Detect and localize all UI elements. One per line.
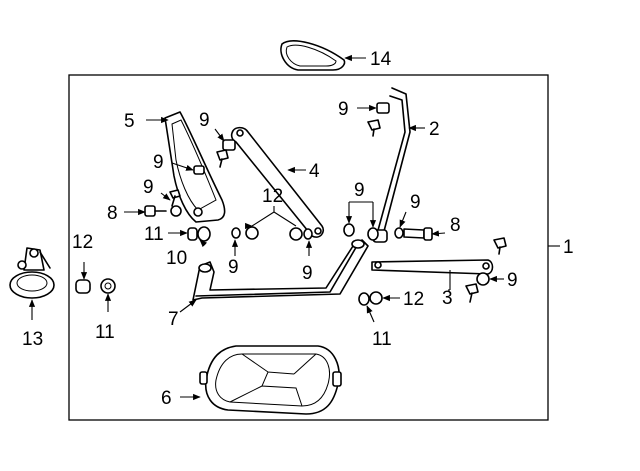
callout-13: 13 [22, 329, 43, 350]
washer-9-left[interactable] [170, 205, 182, 217]
callout-7: 7 [168, 309, 179, 330]
washers-9-right-pair[interactable] [343, 223, 379, 241]
upper-arm-part[interactable] [230, 126, 325, 238]
bolt-9-lower-right[interactable] [465, 283, 479, 303]
mirror-head-part[interactable] [199, 345, 342, 415]
callout-8-right: 8 [450, 215, 461, 236]
callout-5: 5 [124, 111, 135, 132]
convex-mirror-part[interactable] [9, 247, 55, 299]
lower-rod-part[interactable] [371, 259, 494, 275]
callout-6: 6 [161, 388, 172, 409]
callout-4: 4 [309, 161, 320, 182]
nut-9-lower-right[interactable] [476, 272, 490, 286]
callout-10: 10 [166, 248, 187, 269]
bolt-9-lower-right-top[interactable] [493, 237, 507, 255]
callout-9-right: 9 [410, 192, 421, 213]
callout-9-bracket-mid: 9 [153, 152, 164, 173]
bushing-12-center-left[interactable] [245, 226, 259, 240]
bolt-9-bracket[interactable] [216, 149, 229, 168]
callout-11-left: 11 [144, 224, 164, 245]
leader-lines [28, 54, 560, 401]
callout-9-center-left: 9 [228, 257, 239, 278]
bushing-11-outside[interactable] [100, 278, 116, 294]
main-tube-part[interactable] [192, 239, 369, 301]
callout-9-pair: 9 [354, 180, 365, 201]
bushing-12-center-right[interactable] [289, 227, 303, 241]
washer-9-right[interactable] [394, 227, 404, 239]
bolt-8-right[interactable] [403, 227, 433, 241]
nut-9-bracket-top[interactable] [222, 139, 236, 151]
callout-14: 14 [370, 49, 392, 70]
callout-8-left: 8 [107, 203, 118, 224]
nut-9-bracket-mid[interactable] [193, 165, 205, 175]
bolt-9-left[interactable] [169, 189, 181, 207]
bolt-8-left[interactable] [144, 205, 167, 217]
callout-9-left: 9 [143, 177, 154, 198]
washer-9-center-right[interactable] [303, 228, 313, 240]
callout-12-outside: 12 [72, 232, 93, 253]
callout-9-bracket-top: 9 [199, 110, 210, 131]
washer-9-center-left[interactable] [231, 227, 241, 239]
callout-3: 3 [442, 288, 453, 309]
bushing-11-12-lower-right[interactable] [358, 291, 383, 306]
bushing-12-outside[interactable] [75, 279, 91, 294]
mirror-glass-part[interactable] [280, 40, 346, 71]
callout-1: 1 [563, 237, 574, 258]
bolt-9-upper-right[interactable] [367, 119, 381, 137]
callout-9-center-right: 9 [302, 263, 313, 284]
callout-11-lower-right: 11 [372, 329, 392, 350]
callout-11-outside: 11 [95, 322, 115, 343]
callout-9-lower-right: 9 [507, 270, 518, 291]
callout-2: 2 [429, 119, 440, 140]
callout-12-center: 12 [262, 186, 283, 207]
callout-9-upper-right: 9 [338, 99, 349, 120]
assembly-frame [68, 74, 549, 421]
nut-9-upper-right[interactable] [376, 102, 390, 114]
callout-12-lower-right: 12 [403, 289, 424, 310]
bushing-11-left[interactable] [187, 226, 211, 242]
